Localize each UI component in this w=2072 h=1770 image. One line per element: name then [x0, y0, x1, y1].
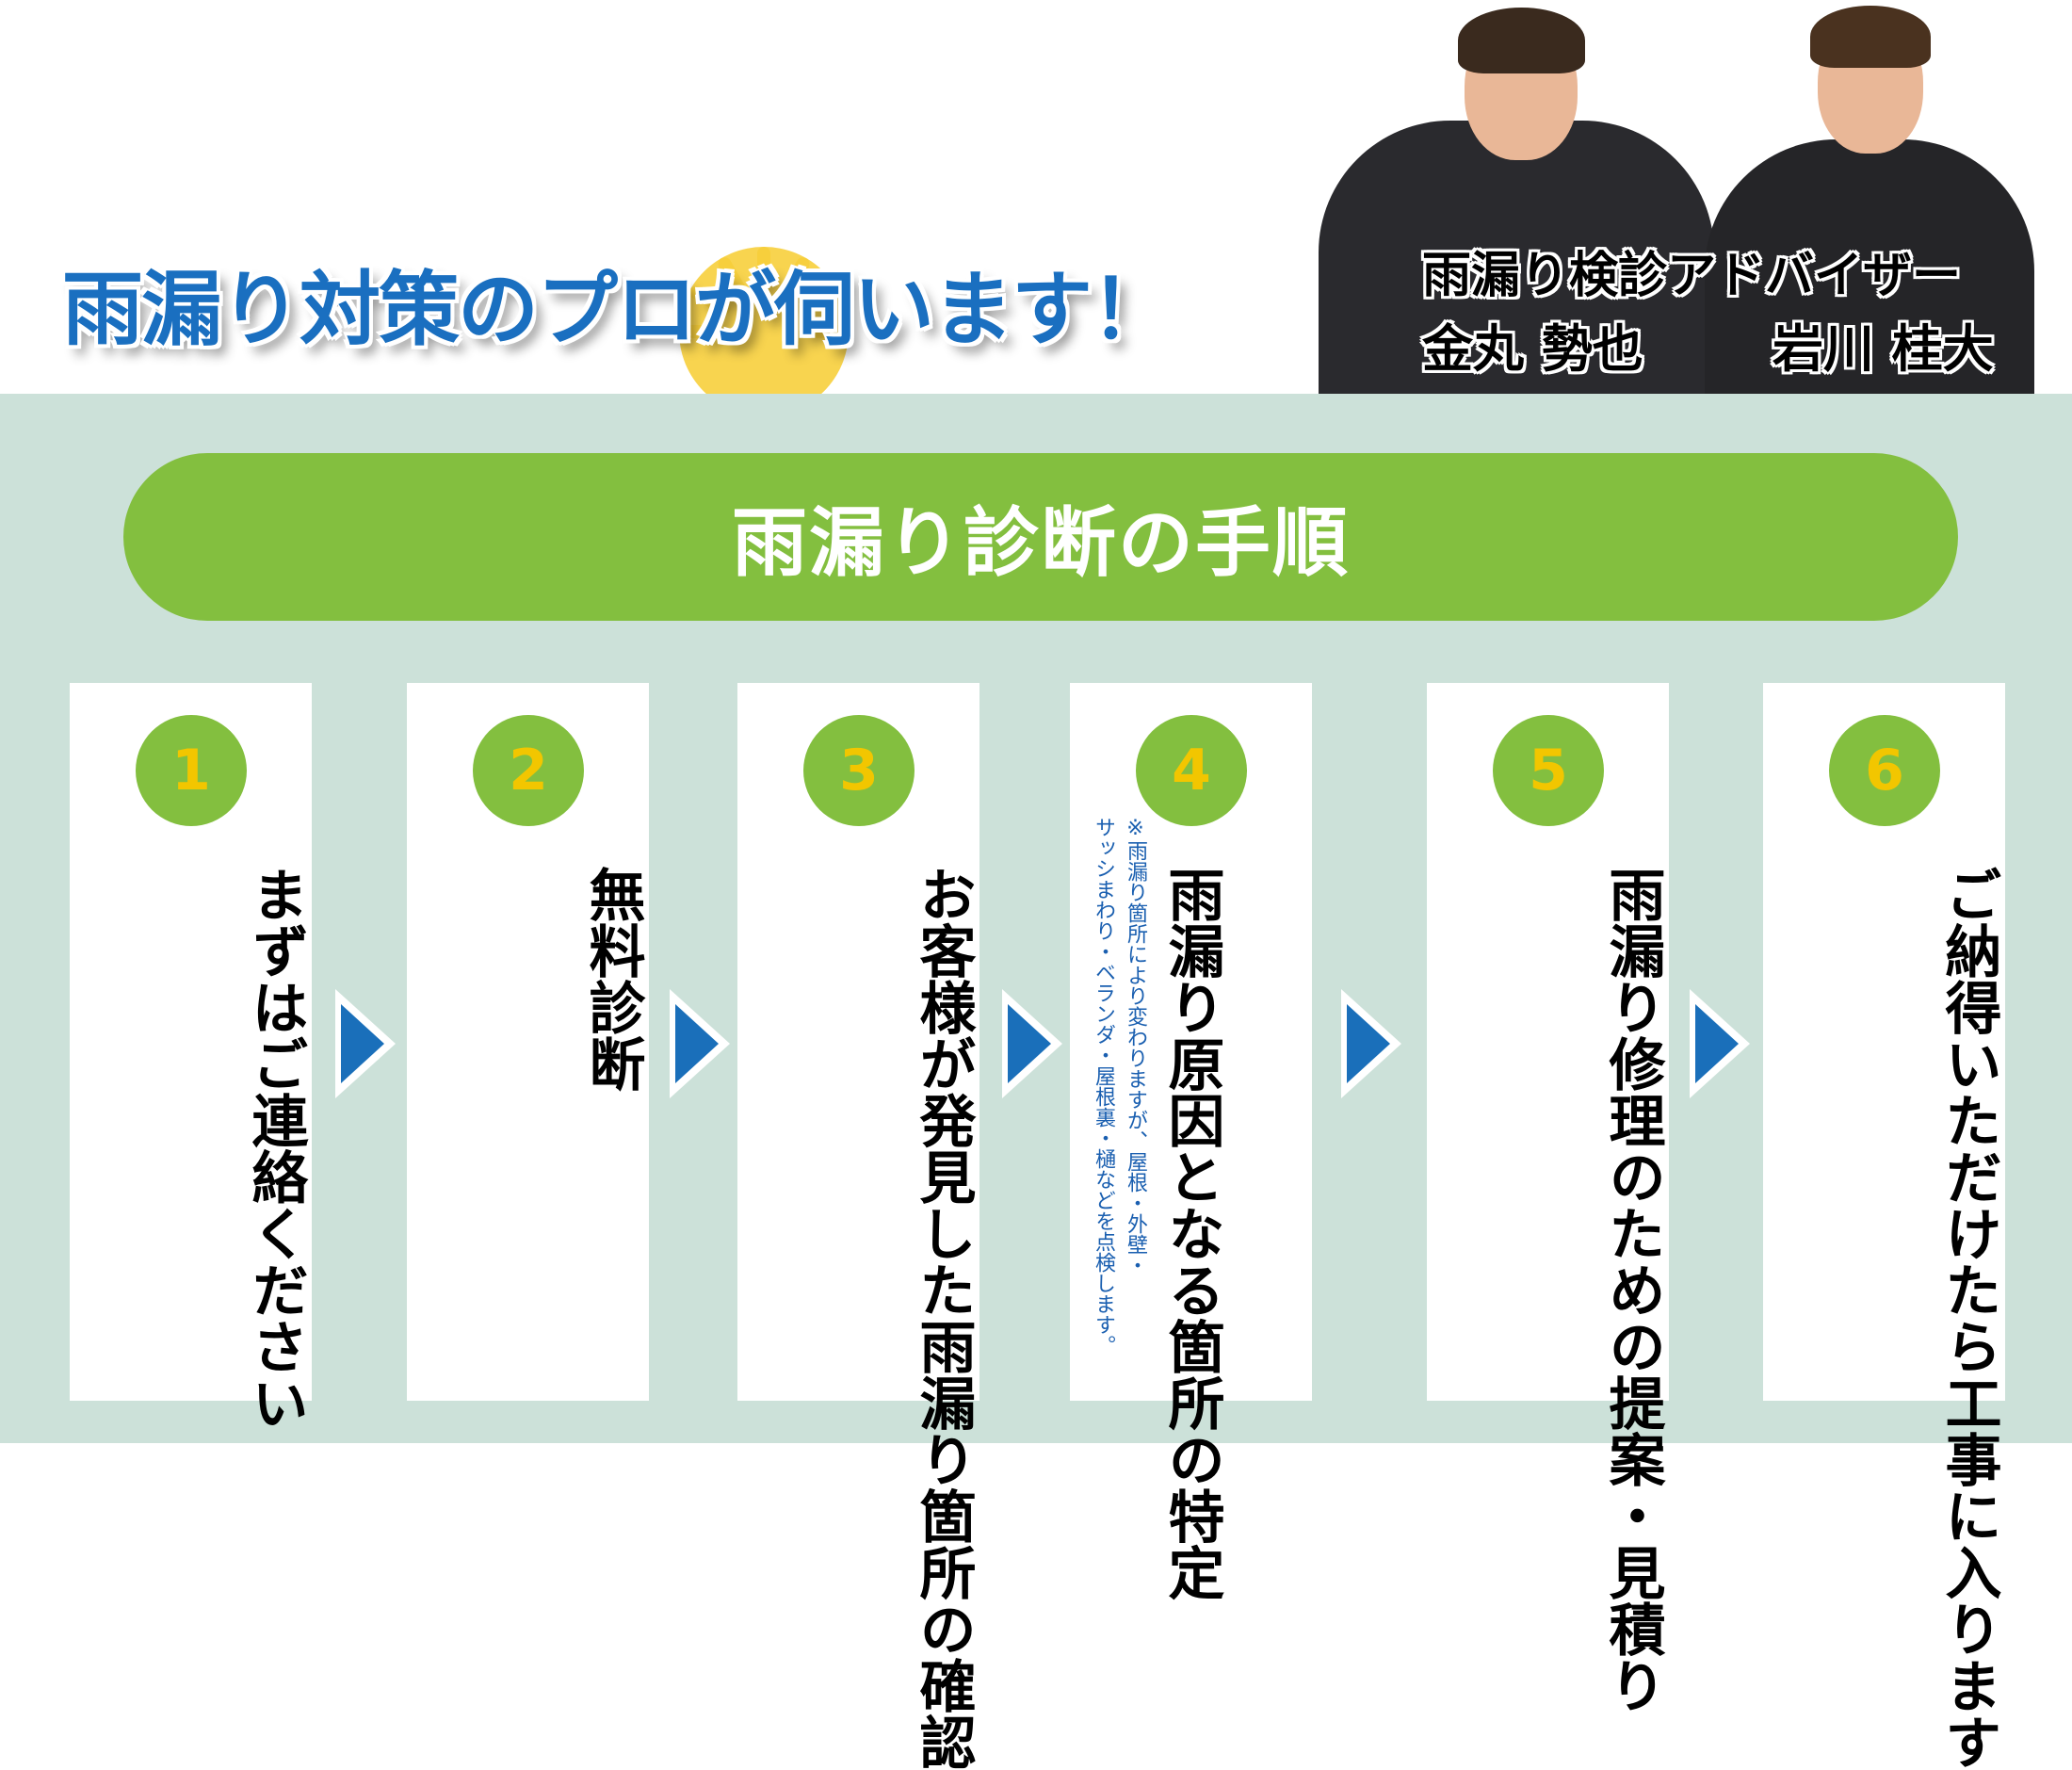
advisor-title: 雨漏り検診アドバイザー: [1422, 248, 1962, 304]
step-number: 1: [136, 715, 247, 826]
step-text: まずは: [242, 866, 308, 1035]
section-title: 雨漏り診断の手順: [123, 453, 1958, 621]
hero-header: 雨漏り対策のプロが伺います！ 雨漏り検診アドバイザー 金丸 勢也 岩川 桂大: [0, 0, 2072, 416]
step-text: ご納得いただけたら: [1935, 866, 2001, 1374]
advisor-name-1: 金丸 勢也: [1422, 319, 1643, 379]
advisors-photo: 雨漏り検診アドバイザー 金丸 勢也 岩川 桂大: [1319, 0, 2044, 394]
step-card-6: 6 ご納得いただけたら工事に入ります: [1763, 683, 2005, 1770]
arrow-right-icon: [1690, 989, 1750, 1098]
headline: 雨漏り対策のプロが伺います！: [62, 263, 1172, 357]
step-text: 工事に入ります: [1935, 1374, 2001, 1770]
step-card-3: 3 お客様が発見した雨漏り箇所の確認: [737, 683, 979, 1770]
step-note: ※雨漏り箇所により変わりますが、屋根・外壁・サッシまわり・ベランダ・屋根裏・樋な…: [1087, 817, 1151, 1356]
step-number: 4: [1136, 715, 1247, 826]
step-text: 雨漏り箇所の確認: [910, 1318, 976, 1770]
arrow-right-icon: [1341, 989, 1401, 1098]
step-text: 提案・見積り: [1599, 1374, 1665, 1713]
step-text: ご連絡ください: [242, 1035, 308, 1431]
step-number: 2: [473, 715, 584, 826]
step-number: 3: [803, 715, 915, 826]
note-line: サッシまわり・ベランダ・屋根裏・樋などを点検します。: [1092, 817, 1115, 1356]
step-card-1: 1 まずはご連絡ください: [70, 683, 312, 1431]
step-number: 6: [1829, 715, 1940, 826]
arrow-right-icon: [335, 989, 396, 1098]
arrow-right-icon: [670, 989, 730, 1098]
advisor-name-2: 岩川 桂大: [1773, 319, 1994, 379]
step-text: 箇所の特定: [1158, 1318, 1224, 1600]
step-number: 5: [1493, 715, 1604, 826]
step-text: 雨漏り原因となる: [1158, 866, 1224, 1318]
step-text: 雨漏り修理のための: [1599, 866, 1665, 1374]
step-text: 無料診断: [579, 866, 645, 1092]
note-line: ※雨漏り箇所により変わりますが、屋根・外壁・: [1124, 817, 1147, 1275]
step-card-2: 2 無料診断: [407, 683, 649, 1401]
step-card-5: 5 雨漏り修理のための提案・見積り: [1427, 683, 1669, 1713]
step-card-4: 4 雨漏り原因となる箇所の特定 ※雨漏り箇所により変わりますが、屋根・外壁・サッ…: [1070, 683, 1312, 1600]
step-text: お客様が発見した: [910, 866, 976, 1318]
arrow-right-icon: [1002, 989, 1062, 1098]
